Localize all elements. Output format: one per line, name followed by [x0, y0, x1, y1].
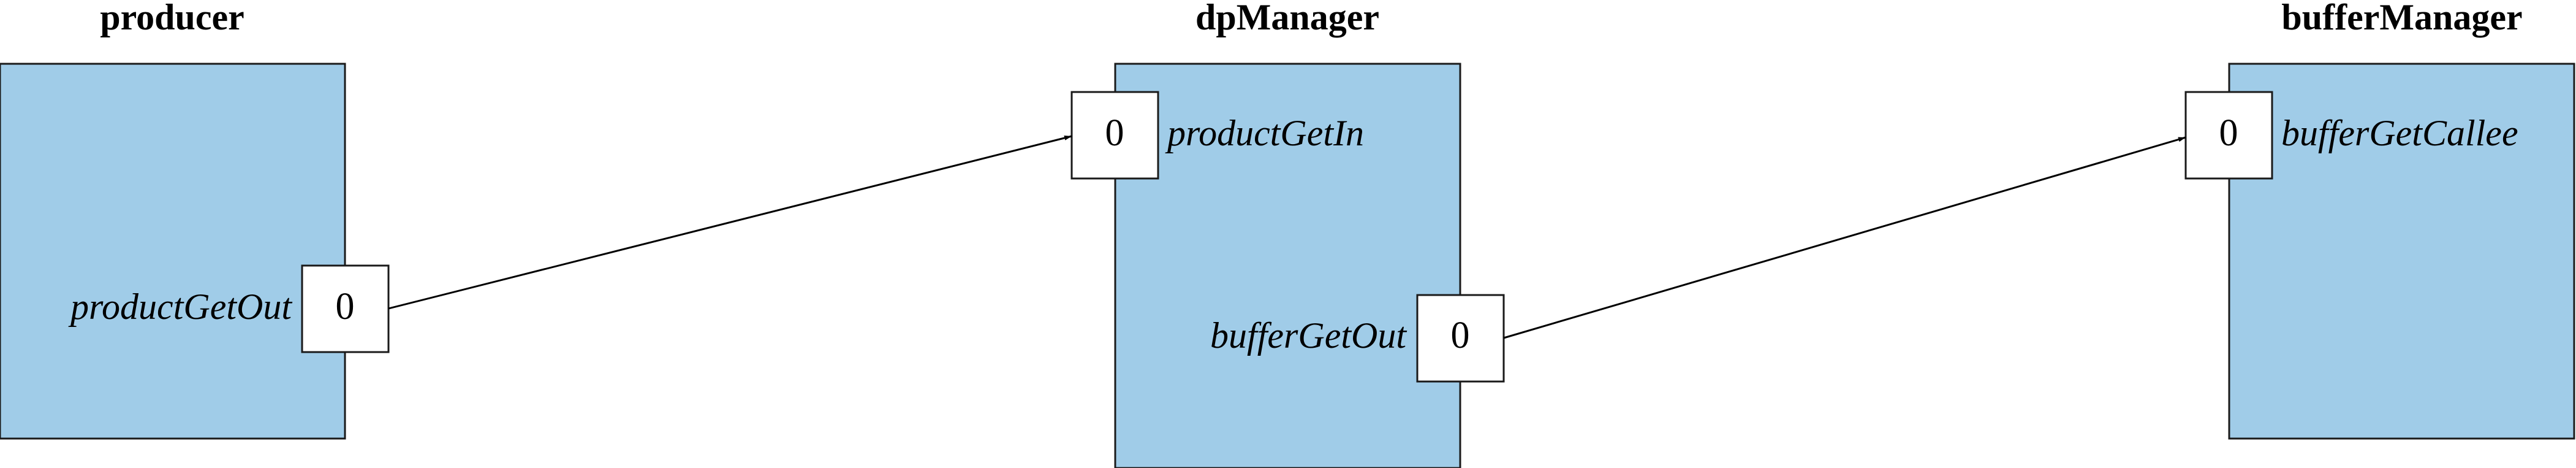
component-title-bufferManager: bufferManager: [2281, 0, 2522, 37]
port-value-productGetOut: 0: [336, 286, 355, 328]
connector-productGetOut-to-productGetIn: [388, 135, 1072, 310]
port-value-bufferGetCallee: 0: [2219, 112, 2238, 154]
component-box-producer: [0, 63, 346, 440]
connector-bufferGetOut-to-bufferGetCallee: [1503, 136, 2186, 339]
port-productGetOut[interactable]: productGetOut 0: [68, 264, 390, 353]
component-box-dpManager: [1114, 63, 1461, 468]
port-box-productGetOut[interactable]: [301, 264, 390, 353]
port-label-bufferGetOut: bufferGetOut: [1210, 315, 1407, 356]
port-productGetIn[interactable]: 0 productGetIn: [1070, 91, 1364, 180]
port-bufferGetCallee[interactable]: 0 bufferGetCallee: [2184, 91, 2518, 180]
port-label-productGetIn: productGetIn: [1165, 113, 1364, 153]
component-bufferManager[interactable]: bufferManager 0 bufferGetCallee: [2184, 0, 2575, 440]
component-producer[interactable]: producer productGetOut 0: [0, 0, 390, 440]
component-box-bufferManager: [2228, 63, 2575, 440]
port-box-productGetIn[interactable]: [1070, 91, 1159, 180]
port-bufferGetOut[interactable]: bufferGetOut 0: [1210, 294, 1505, 383]
port-box-bufferGetCallee[interactable]: [2184, 91, 2273, 180]
component-dpManager[interactable]: dpManager 0 productGetIn bufferGetOut 0: [1070, 0, 1505, 468]
port-value-productGetIn: 0: [1105, 112, 1124, 154]
component-title-dpManager: dpManager: [1195, 0, 1379, 37]
port-label-productGetOut: productGetOut: [68, 286, 292, 327]
port-box-bufferGetOut[interactable]: [1416, 294, 1505, 383]
port-label-bufferGetCallee: bufferGetCallee: [2281, 113, 2518, 153]
component-title-producer: producer: [100, 0, 244, 37]
port-value-bufferGetOut: 0: [1451, 315, 1470, 356]
